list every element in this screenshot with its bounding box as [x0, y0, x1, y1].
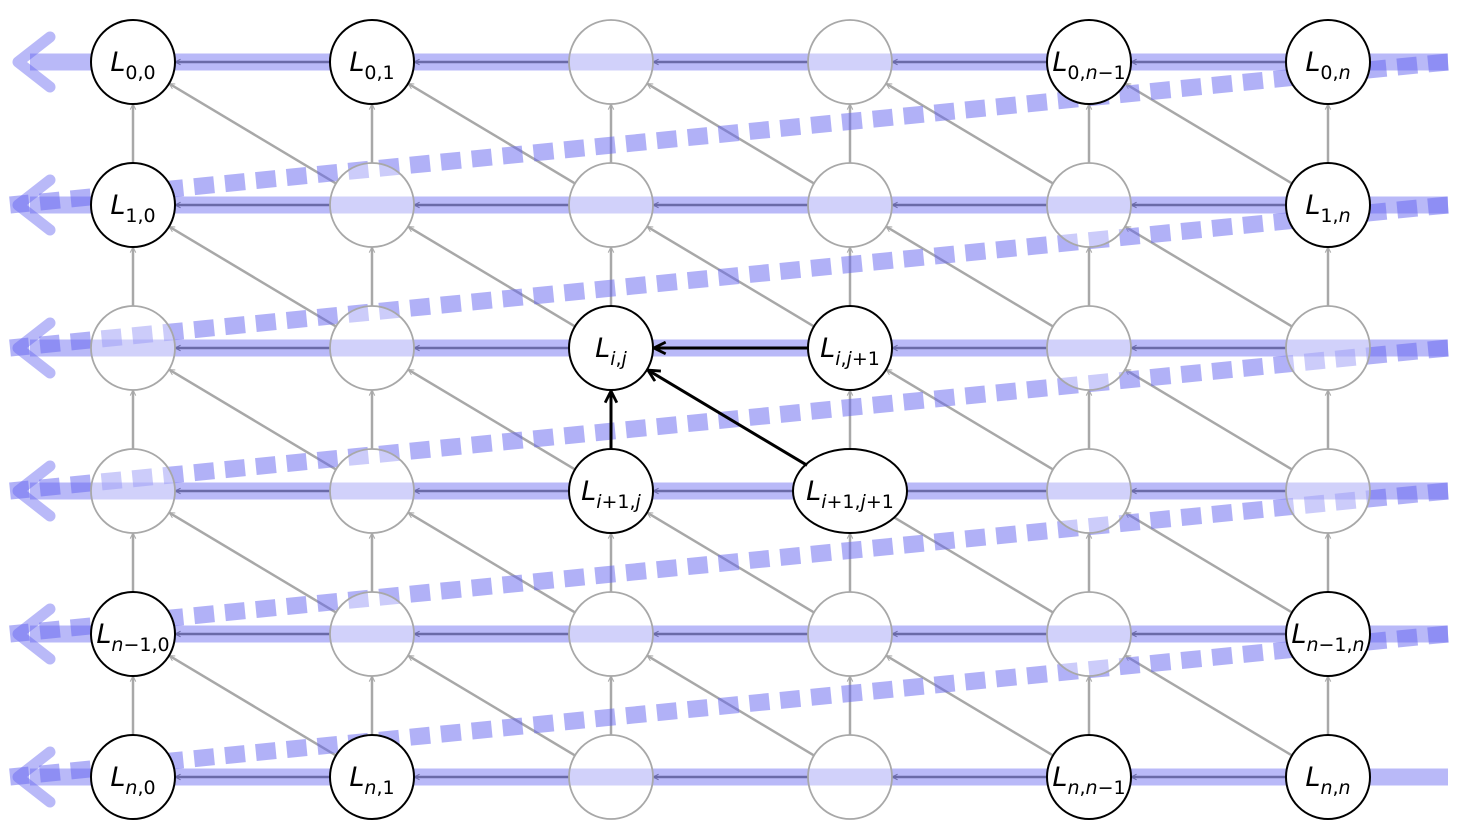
diagonal-edge	[408, 368, 576, 471]
node-label: Li,j+1	[820, 333, 880, 370]
grid-node-empty	[329, 591, 415, 677]
grid-node-empty	[807, 19, 893, 105]
grid-node	[329, 734, 415, 820]
diagonal-edge	[886, 511, 1054, 614]
grid-node-empty	[329, 448, 415, 534]
diagonal-edge	[886, 654, 1054, 757]
grid-node-empty	[1046, 448, 1132, 534]
diagonal-edge	[1125, 225, 1293, 328]
grid-node-empty	[568, 162, 654, 248]
node-label: Ln,n	[1305, 762, 1350, 799]
grid-node-empty	[568, 734, 654, 820]
node-label: L0,n−1	[1052, 47, 1125, 84]
diagonal-edge	[886, 82, 1054, 185]
grid-node-empty	[568, 591, 654, 677]
diagonal-edge	[1125, 82, 1293, 185]
grid-node	[1285, 19, 1371, 105]
node-label: Ln,1	[349, 762, 394, 799]
grid-node-empty	[1046, 305, 1132, 391]
grid-node-empty	[329, 162, 415, 248]
diagonal-edge	[169, 511, 337, 614]
grid-node-empty	[807, 734, 893, 820]
grid-node	[1285, 162, 1371, 248]
grid-node-empty	[1285, 305, 1371, 391]
grid-node-empty	[1046, 591, 1132, 677]
grid-node-empty	[1046, 162, 1132, 248]
grid-node	[90, 591, 176, 677]
grid-node	[1285, 591, 1371, 677]
grid-node-empty	[1285, 448, 1371, 534]
node-label: L1,n	[1305, 190, 1350, 227]
grid-nodes	[90, 19, 1371, 820]
grid-node	[1285, 734, 1371, 820]
diagonal-edge	[169, 654, 337, 757]
node-label: Li+1,j	[581, 476, 641, 513]
grid-node-empty	[568, 19, 654, 105]
node-label: L0,1	[349, 47, 394, 84]
diagonal-edge	[408, 654, 576, 757]
row-wrap-band	[9, 625, 1449, 786]
grid-node	[1046, 734, 1132, 820]
grid-node-empty	[90, 305, 176, 391]
grid-node-empty	[329, 305, 415, 391]
grid-node	[1046, 19, 1132, 105]
node-label: Ln,n−1	[1052, 762, 1125, 799]
diagonal-edge	[1125, 368, 1293, 471]
grid-node	[90, 734, 176, 820]
node-label: L0,n	[1305, 47, 1350, 84]
node-label: Ln,0	[110, 762, 155, 799]
grid-node	[792, 448, 908, 534]
node-label: L1,0	[110, 190, 155, 227]
node-label: L0,0	[110, 47, 155, 84]
grid-node-empty	[90, 448, 176, 534]
row-wrap-band	[9, 196, 1449, 357]
diagonal-edge	[886, 368, 1054, 471]
row-wrap-band	[9, 53, 1449, 214]
grid-node	[329, 19, 415, 105]
diagonal-edge	[886, 225, 1054, 328]
grid-node	[90, 19, 176, 105]
diagonal-edge	[408, 225, 576, 328]
diagonal-edge	[1125, 654, 1293, 757]
diagonal-edge	[408, 82, 576, 185]
node-label: Li,j	[595, 333, 627, 370]
diagonal-edge	[169, 82, 337, 185]
diagonal-edge	[169, 225, 337, 328]
row-band-arrowhead	[12, 31, 56, 93]
highlighted-edge	[648, 370, 808, 467]
row-wrap-band	[9, 482, 1449, 643]
node-label: Ln−1,n	[1291, 619, 1364, 656]
grid-node	[90, 162, 176, 248]
grid-node-empty	[807, 591, 893, 677]
dependency-edges	[133, 82, 1328, 757]
node-label: Li+1,j+1	[806, 476, 894, 513]
node-labels: L0,0 L0,1 L0,n−1 L0,nL1,0 L1,nLi,j Li,j+1Li+1…	[96, 47, 1364, 799]
diagonal-edge	[1125, 511, 1293, 614]
grid-node-empty	[807, 162, 893, 248]
diagonal-edge	[408, 511, 576, 614]
node-label: Ln−1,0	[96, 619, 169, 656]
highlighted-dependencies	[611, 348, 808, 467]
diagonal-edge	[169, 368, 337, 471]
